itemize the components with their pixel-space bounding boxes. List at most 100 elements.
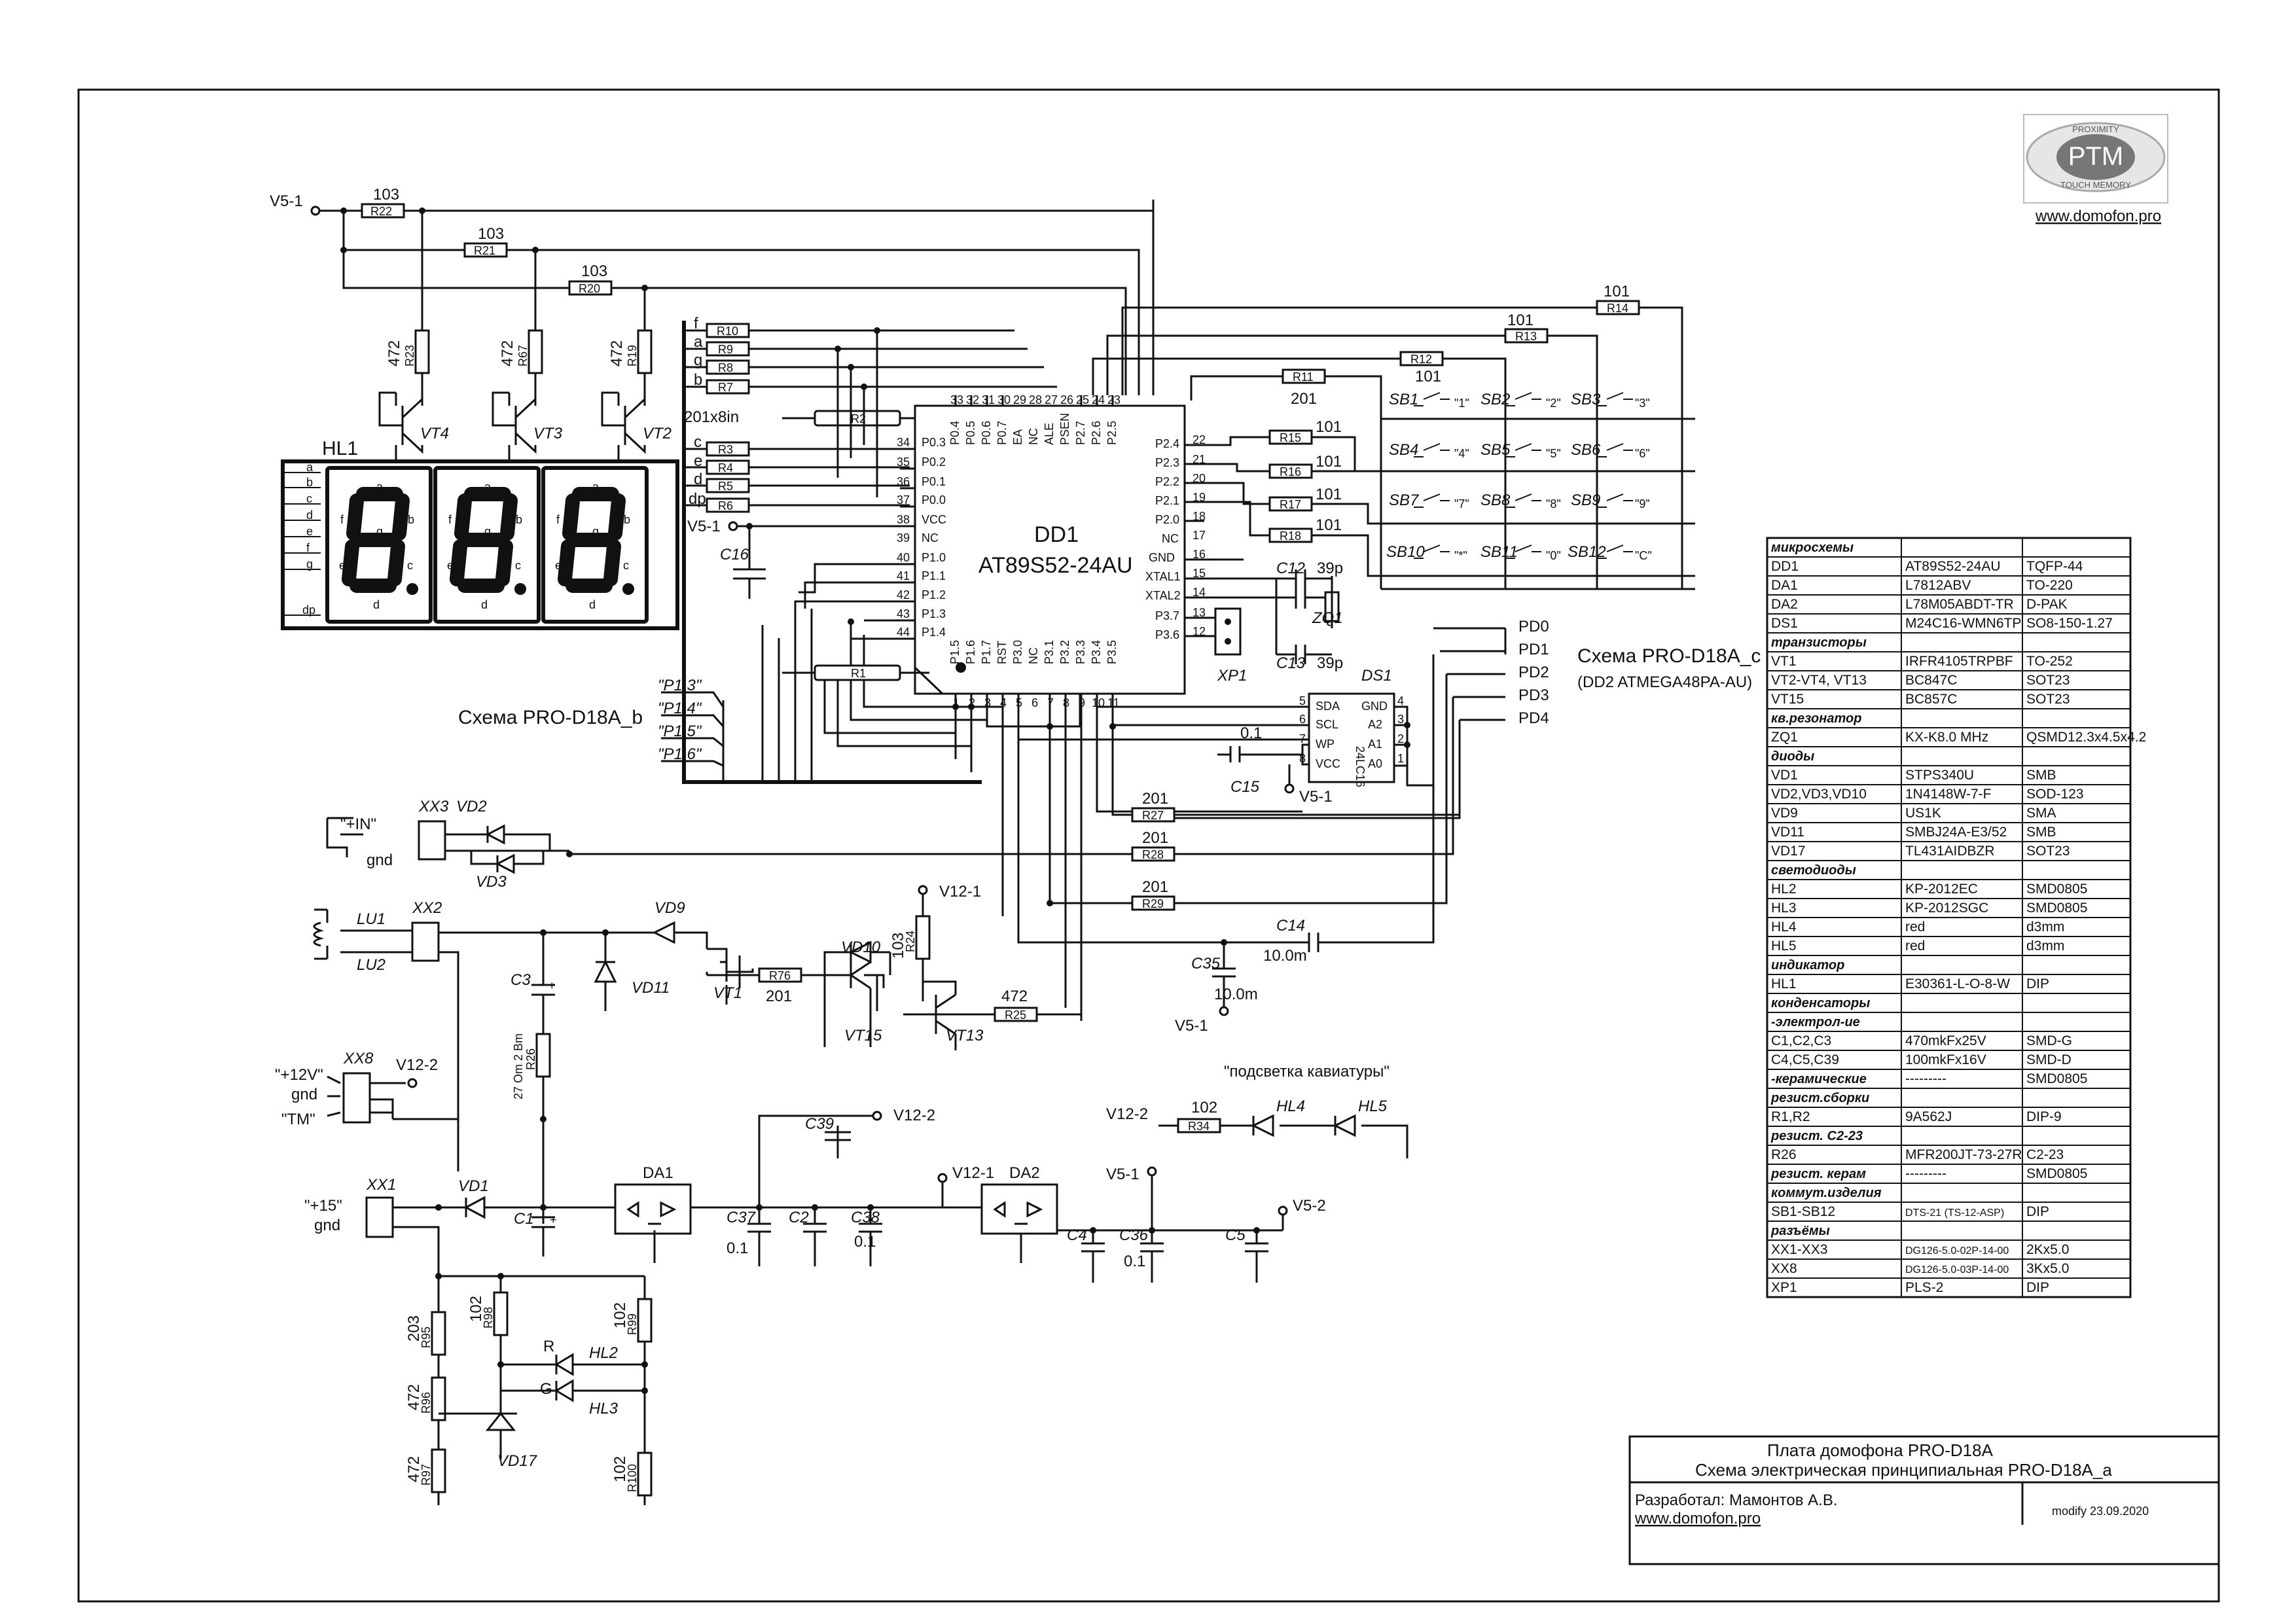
svg-text:R15: R15 [1280,431,1301,444]
svg-text:V12-2: V12-2 [1106,1105,1148,1123]
svg-text:P0.0: P0.0 [922,493,946,507]
c16: V5-1 C16 [687,518,766,599]
bom-cell: 2Kx5.0 [2026,1242,2069,1257]
svg-text:0.1: 0.1 [1124,1253,1145,1270]
svg-text:"+12V": "+12V" [275,1066,323,1084]
bom-cell: KP-2012EC [1905,882,1978,897]
logo-url[interactable]: www.domofon.pro [2035,207,2161,225]
svg-text:201: 201 [1142,829,1168,847]
svg-text:c: c [407,559,413,572]
bom-row: разъёмы [1770,1221,2023,1240]
bom-cell: DD1 [1771,559,1799,574]
svg-text:R28: R28 [1142,848,1164,861]
p1-4-label: "P1.4" [658,700,702,717]
schema-c-sub: (DD2 ATMEGA48PA-AU) [1577,673,1752,691]
bom-row: резист. C2-23 [1770,1126,2023,1145]
bom-cell: d3mm [2026,919,2064,935]
svg-text:a: a [592,480,600,493]
bom-cell: HL3 [1771,901,1797,916]
svg-text:201x8in: 201x8in [684,408,739,426]
title-site[interactable]: www.domofon.pro [1634,1510,1761,1527]
svg-text:P2.3: P2.3 [1155,456,1179,469]
bom-row: светодиоды [1771,861,2023,880]
svg-text:f: f [556,513,560,526]
svg-text:19: 19 [1193,491,1206,504]
svg-text:e: e [447,559,454,572]
svg-text:V5-1: V5-1 [1299,788,1333,806]
svg-text:SB5: SB5 [1480,441,1511,459]
svg-text:103: 103 [581,262,607,280]
svg-text:"1": "1" [1454,397,1469,410]
svg-text:+: + [550,1213,557,1226]
svg-text:dp: dp [302,603,315,616]
svg-text:102: 102 [467,1296,485,1322]
bom-cell: SMB [2026,825,2056,840]
svg-text:P2.4: P2.4 [1155,437,1179,450]
svg-text:R18: R18 [1280,529,1301,543]
svg-text:10.0m: 10.0m [1263,947,1307,965]
svg-text:201: 201 [1142,790,1168,808]
bom-section-header: микросхемы [1771,541,1854,555]
svg-text:40: 40 [897,551,910,564]
svg-text:P3.3: P3.3 [1074,640,1087,664]
title-modified: modify 23.09.2020 [2052,1505,2149,1518]
bom-cell: TL431AIDBZR [1905,844,1995,859]
bom-row: резист. керам---------SMD0805 [1770,1164,2087,1183]
bom-row: микросхемы [1771,538,2023,557]
svg-text:43: 43 [897,607,910,620]
svg-text:"+15": "+15" [304,1197,342,1215]
svg-text:VT2: VT2 [643,425,672,442]
svg-text:P0.5: P0.5 [964,421,977,445]
svg-text:R100: R100 [626,1464,639,1492]
svg-text:VD3: VD3 [476,873,507,891]
bom-cell: XP1 [1771,1280,1797,1295]
svg-text:C4: C4 [1067,1226,1087,1244]
bom-cell: R1,R2 [1771,1109,1810,1124]
status-leds: R95 203 R96 472 R97 472 R98 102 VD17 RG … [405,1273,653,1505]
bom-cell: d3mm [2026,938,2064,954]
svg-text:P3.2: P3.2 [1058,640,1071,664]
svg-text:f: f [340,513,344,526]
svg-text:GND: GND [1361,700,1388,713]
svg-text:g: g [484,525,491,538]
svg-text:R20: R20 [579,282,600,295]
svg-text:201: 201 [1142,878,1168,896]
svg-text:P2.6: P2.6 [1090,421,1103,445]
svg-text:44: 44 [897,626,910,639]
svg-text:P3.5: P3.5 [1105,640,1119,664]
svg-text:SDA: SDA [1316,700,1340,713]
svg-text:b: b [624,513,630,526]
svg-text:P0.1: P0.1 [922,475,946,488]
svg-text:10.0m: 10.0m [1214,986,1258,1003]
svg-text:472: 472 [1001,988,1028,1005]
c3-r26: + C3 R26 27 Om 2 Bm [511,933,556,1224]
title-line1: Плата домофона PRO-D18A [1767,1440,1994,1460]
svg-text:e: e [555,559,562,572]
svg-text:22: 22 [1193,433,1206,446]
svg-text:C37: C37 [726,1209,757,1226]
bom-row: диоды [1771,747,2023,766]
svg-text:"7": "7" [1454,497,1469,510]
logo-text: PTM [2068,142,2123,171]
bom-section-header: светодиоды [1771,863,1856,878]
svg-text:VT15: VT15 [844,1027,882,1044]
svg-text:0.1: 0.1 [854,1233,876,1251]
svg-text:V12-2: V12-2 [893,1107,935,1124]
title-author: Разработал: Мамонтов А.В. [1635,1491,1838,1509]
svg-text:R34: R34 [1188,1120,1210,1133]
svg-text:XTAL1: XTAL1 [1145,570,1181,583]
svg-text:41: 41 [897,569,910,582]
bom-cell: VD17 [1771,844,1806,859]
svg-text:VT13: VT13 [946,1027,984,1044]
bom-section-header: индикатор [1771,958,1844,972]
svg-text:42: 42 [897,588,910,601]
